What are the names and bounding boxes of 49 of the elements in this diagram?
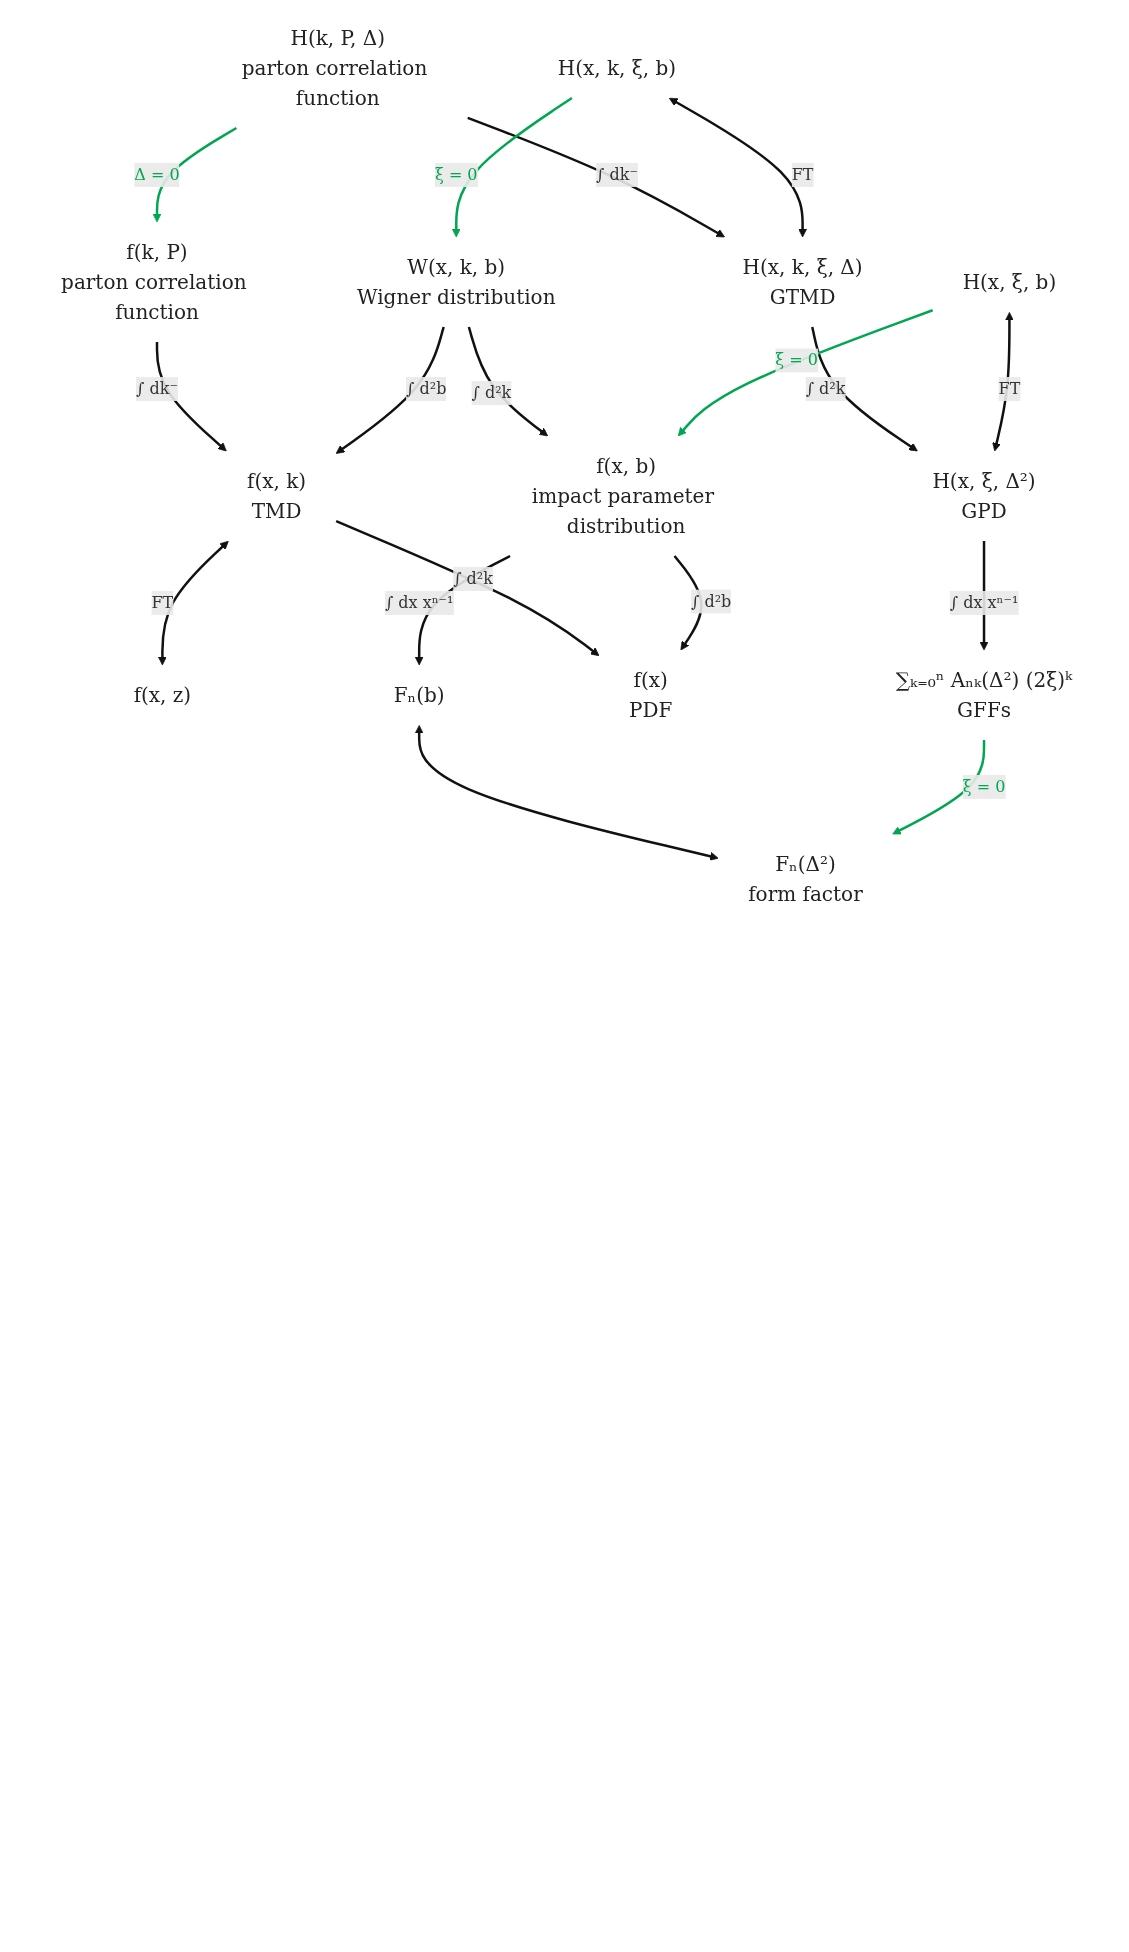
- node-text: ∑ₖ₌₀ⁿ Aₙₖ(Δ²) (2ξ)ᵏ: [895, 667, 1073, 692]
- arrow: [467, 116, 725, 238]
- edge-label: ∫ d²k: [805, 378, 846, 398]
- edge-label: ∫ d²k: [452, 568, 493, 588]
- node-text: H(k, P, Δ): [290, 26, 385, 50]
- edge-label: ∫ dx xⁿ⁻¹: [949, 592, 1019, 612]
- node-label: TMD: [251, 498, 302, 523]
- edge-label: ∫ d²b: [405, 378, 447, 398]
- arrow: [451, 96, 573, 238]
- node-label: parton correlation function: [241, 56, 428, 110]
- node-text: f(x): [633, 667, 668, 692]
- node-label: parton correlation function: [60, 270, 247, 324]
- node-text: f(x, z): [133, 682, 191, 707]
- arrow: [335, 520, 600, 657]
- node-label: GFFs: [956, 697, 1011, 722]
- node-text: H(x, k, ξ, Δ): [742, 255, 863, 279]
- node-text: Fₙ(b): [393, 682, 445, 707]
- edge-label: ∫ d²b: [690, 591, 732, 611]
- arrow: [677, 309, 933, 437]
- edge-label: ∫ d²k: [471, 382, 512, 402]
- node-label: form factor: [748, 881, 863, 906]
- edge-label: FT: [998, 378, 1021, 398]
- node-label: GPD: [961, 498, 1007, 523]
- arrow: [992, 312, 1014, 452]
- edge-label: ξ = 0: [434, 165, 478, 184]
- node-text: f(x, k): [246, 468, 306, 493]
- node-text: f(k, P): [126, 240, 188, 264]
- node-label: Wigner distribution: [356, 285, 556, 309]
- node-text: H(x, ξ, Δ²): [932, 468, 1036, 493]
- node-text: H(x, ξ, b): [962, 270, 1057, 294]
- arrow: [414, 725, 719, 861]
- edge-label: ∫ dx xⁿ⁻¹: [384, 592, 454, 612]
- edge-label: Δ = 0: [134, 165, 180, 184]
- arrow: [668, 97, 807, 238]
- node-text: f(x, b): [596, 453, 656, 478]
- node-label: GTMD: [769, 285, 836, 309]
- node-label: PDF: [628, 697, 673, 722]
- edge-label: ∫ dk⁻: [135, 378, 178, 398]
- arrow: [467, 326, 548, 437]
- arrow: [157, 540, 229, 666]
- edge-label: ξ = 0: [775, 350, 818, 370]
- node-text: H(x, k, ξ, b): [557, 56, 677, 80]
- node-label: impact parameter distribution: [531, 483, 714, 538]
- edge-label: FT: [151, 592, 174, 612]
- edge-label: ∫ dk⁻: [595, 165, 638, 184]
- edge-label: FT: [791, 165, 814, 184]
- node-text: W(x, k, b): [407, 255, 505, 279]
- edge-label: ξ = 0: [962, 776, 1006, 796]
- node-text: Fₙ(Δ²): [774, 851, 836, 876]
